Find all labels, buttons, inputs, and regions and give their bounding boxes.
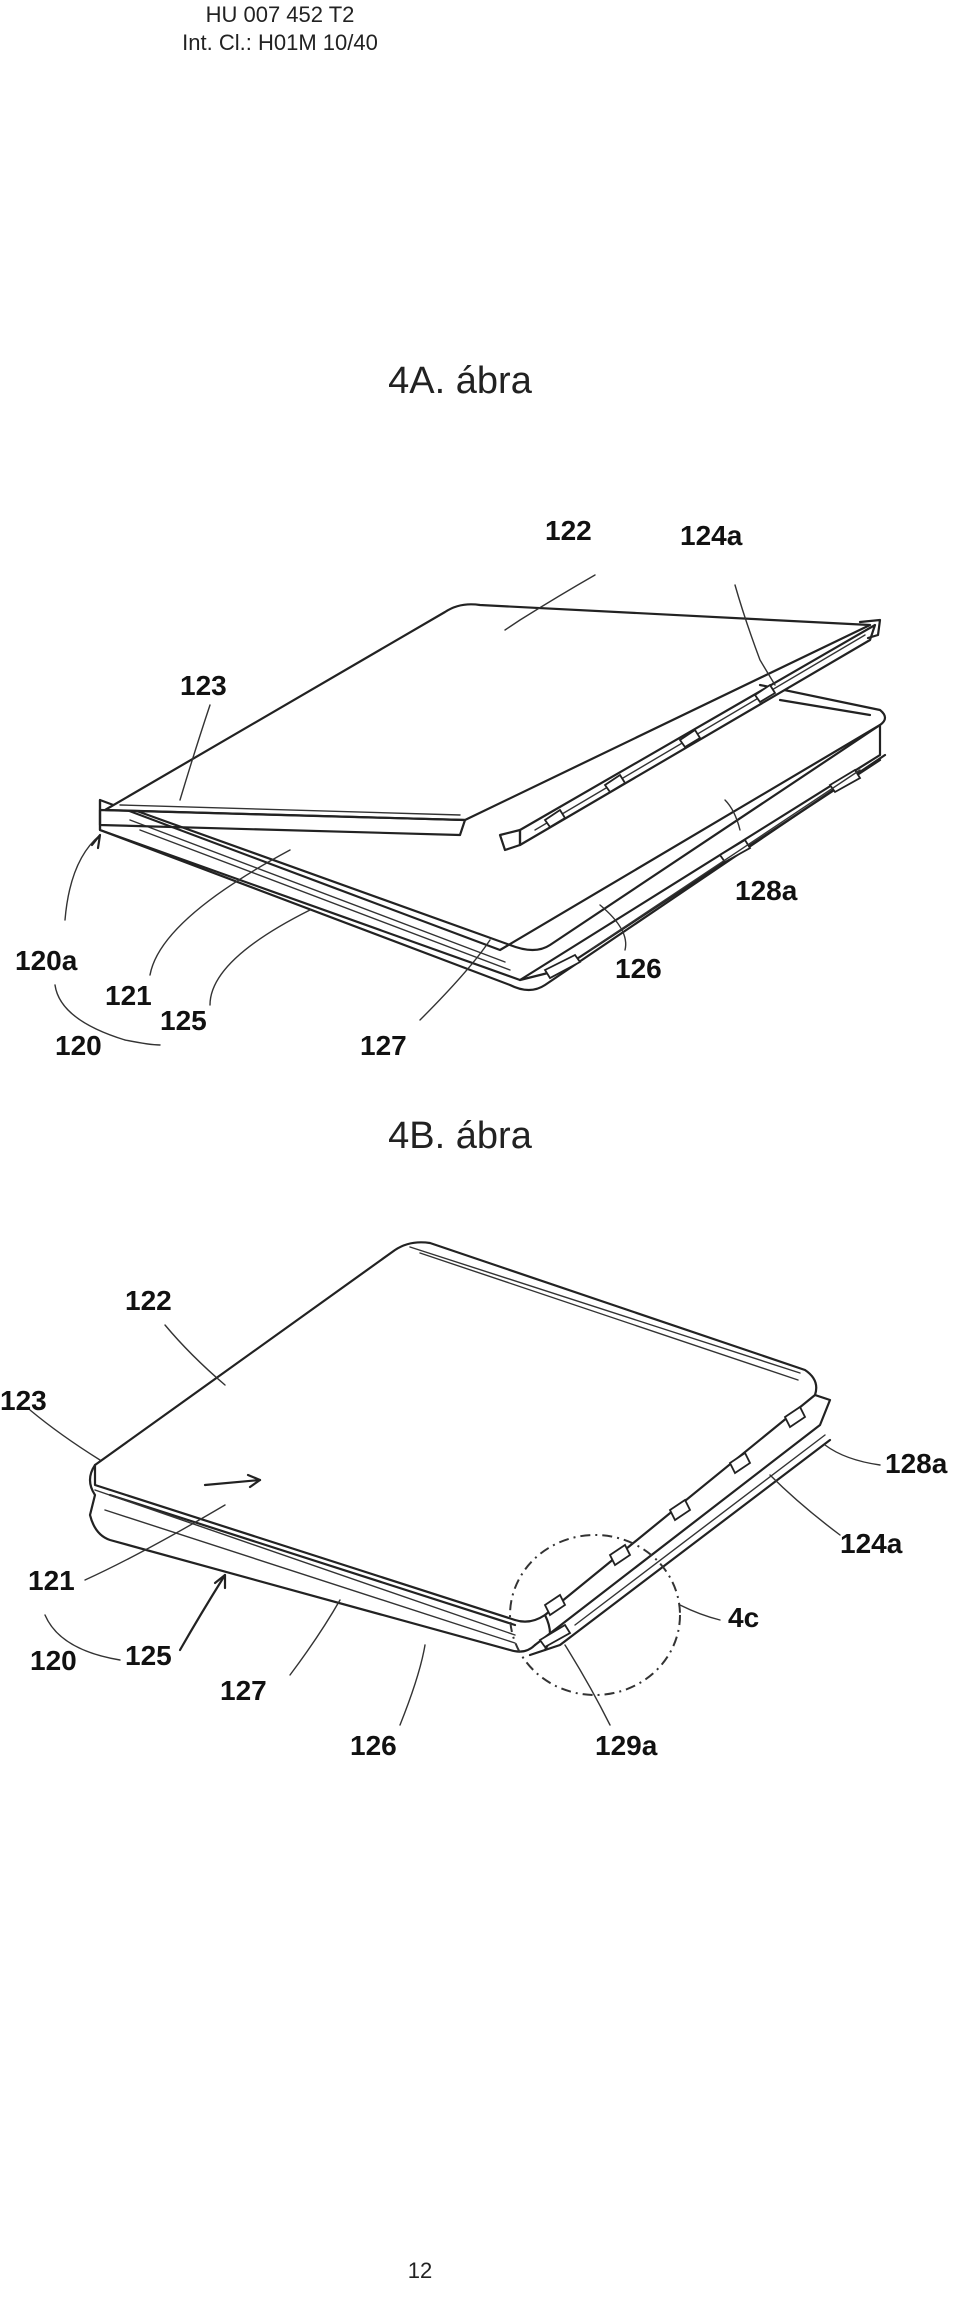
label-120: 120	[55, 1030, 102, 1061]
label-128a: 128a	[885, 1448, 948, 1479]
label-125: 125	[125, 1640, 172, 1671]
label-120: 120	[30, 1645, 77, 1676]
detail-circle-4c	[509, 1534, 681, 1696]
leader-lines	[29, 1324, 881, 1726]
label-122: 122	[545, 515, 592, 546]
figure-4b-title: 4B. ábra	[388, 1115, 532, 1157]
label-124a: 124a	[680, 520, 743, 551]
battery-body	[88, 1241, 832, 1657]
figure-4a-drawing: 122 124a 123 128a 120a 121 126 125 120 1…	[15, 515, 887, 1061]
label-128a: 128a	[735, 875, 798, 906]
leader-lines	[54, 574, 776, 1046]
label-129a: 129a	[595, 1730, 658, 1761]
classification: Int. Cl.: H01M 10/40	[182, 30, 378, 55]
lower-case	[98, 683, 887, 992]
label-122: 122	[125, 1285, 172, 1316]
figure-4b-drawing: 122 123 128a 124a 121 4c 120 125 127 126…	[0, 1241, 948, 1761]
label-123: 123	[0, 1385, 47, 1416]
label-125: 125	[160, 1005, 207, 1036]
label-124a: 124a	[840, 1528, 903, 1559]
label-126: 126	[615, 953, 662, 984]
label-120a: 120a	[15, 945, 78, 976]
upper-lid	[98, 603, 882, 852]
page-number: 12	[407, 2258, 433, 2283]
document-number: HU 007 452 T2	[205, 2, 355, 27]
label-4c: 4c	[728, 1602, 759, 1633]
label-127: 127	[220, 1675, 267, 1706]
label-126: 126	[350, 1730, 397, 1761]
label-121: 121	[105, 980, 152, 1011]
label-123: 123	[180, 670, 227, 701]
figure-4a-title: 4A. ábra	[388, 360, 532, 402]
label-127: 127	[360, 1030, 407, 1061]
label-121: 121	[28, 1565, 75, 1596]
